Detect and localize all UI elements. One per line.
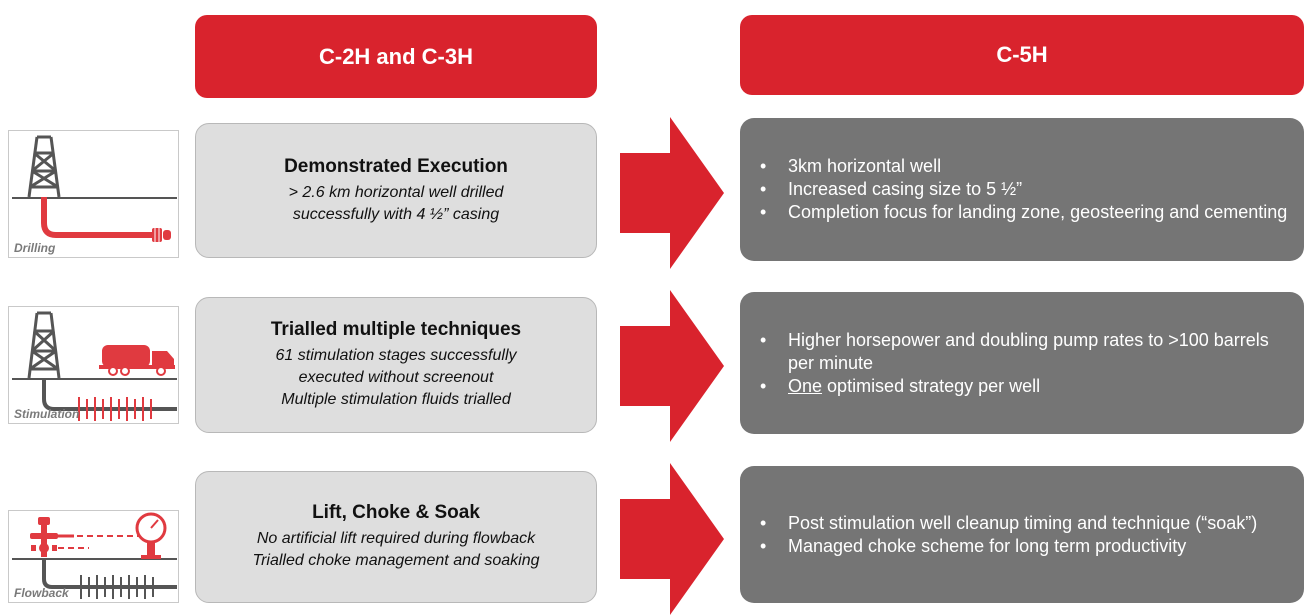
box-line: 61 stimulation stages successfully: [275, 347, 517, 364]
icon-label-flowback: Flowback: [14, 586, 69, 600]
stimulation-icon: [12, 311, 177, 421]
drilling-icon-frame: Drilling: [8, 130, 179, 258]
bullet-list: 3km horizontal well Increased casing siz…: [758, 155, 1287, 224]
icon-label-drilling: Drilling: [14, 241, 56, 255]
bullet-text: optimised strategy per well: [827, 375, 1041, 396]
emphasis-one: One: [788, 375, 823, 396]
bullet-item: 3km horizontal well: [758, 155, 1287, 178]
icon-label-stimulation: Stimulation: [14, 407, 80, 421]
box-line: Multiple stimulation fluids trialled: [281, 391, 511, 408]
bullet-item: Increased casing size to 5 ½”: [758, 178, 1287, 201]
bullet-item: Managed choke scheme for long term produ…: [758, 535, 1257, 558]
box-line: > 2.6 km horizontal well drilled: [288, 183, 504, 201]
box-line: executed without screenout: [298, 369, 494, 386]
arrow-right-icon: [620, 290, 724, 442]
improvement-box-drilling: 3km horizontal well Increased casing siz…: [740, 118, 1304, 261]
box-line: No artificial lift required during flowb…: [256, 530, 536, 547]
techniques-summary-box: Trialled multiple techniques 61 stimulat…: [195, 297, 597, 433]
flowback-icon: [12, 512, 177, 599]
pressure-gauge-icon: [135, 512, 167, 559]
bullet-item: Higher horsepower and doubling pump rate…: [758, 329, 1290, 375]
tanker-truck-icon: [99, 345, 175, 369]
drilling-rig-icon: [12, 135, 177, 242]
box-title: Demonstrated Execution: [284, 155, 508, 177]
box-line: Trialled choke management and soaking: [252, 552, 540, 569]
execution-summary-box: Demonstrated Execution > 2.6 km horizont…: [195, 123, 597, 258]
stimulation-icon-frame: Stimulation: [8, 306, 179, 424]
column-header-right: C-5H: [740, 15, 1304, 95]
bullet-item: Completion focus for landing zone, geost…: [758, 201, 1287, 224]
box-line: successfully with 4 ½” casing: [292, 205, 500, 223]
bullet-item: Post stimulation well cleanup timing and…: [758, 512, 1257, 535]
box-title: Trialled multiple techniques: [270, 319, 522, 340]
improvement-box-flowback: Post stimulation well cleanup timing and…: [740, 466, 1304, 603]
column-header-left: C-2H and C-3H: [195, 15, 597, 98]
arrow-right-icon: [620, 117, 724, 269]
lift-choke-soak-box: Lift, Choke & Soak No artificial lift re…: [195, 471, 597, 603]
flowback-icon-frame: Flowback: [8, 510, 179, 603]
arrow-right-icon: [620, 463, 724, 615]
bullet-list: Higher horsepower and doubling pump rate…: [758, 329, 1290, 398]
box-title: Lift, Choke & Soak: [312, 502, 480, 523]
bullet-list: Post stimulation well cleanup timing and…: [758, 512, 1257, 558]
bullet-item: One optimised strategy per well: [758, 375, 1290, 398]
wellhead-valve-icon: [30, 517, 58, 557]
improvement-box-stimulation: Higher horsepower and doubling pump rate…: [740, 292, 1304, 434]
